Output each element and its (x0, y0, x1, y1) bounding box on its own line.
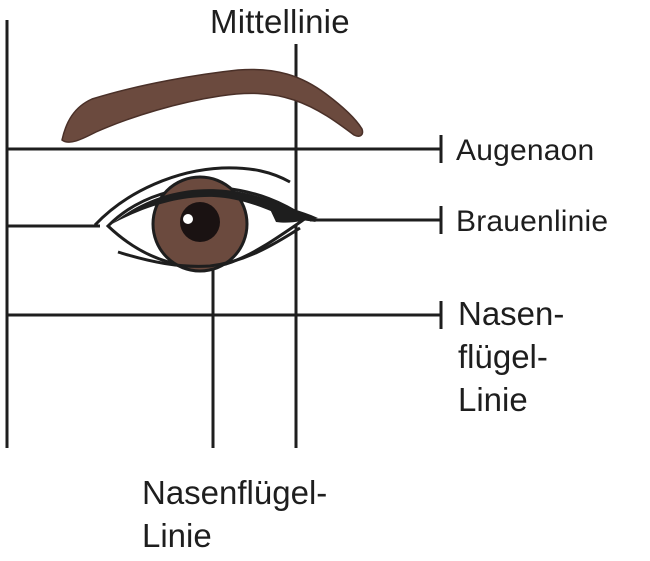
label-mittellinie: Mittellinie (210, 2, 350, 42)
label-brauenlinie: Brauenlinie (456, 204, 608, 240)
label-nasenfluegel-linie-bottom: Nasenflügel- Linie (142, 471, 327, 557)
label-line: Nasenflügel- (142, 471, 327, 514)
eye-highlight (183, 214, 193, 224)
label-line: flügel- (458, 335, 564, 378)
eyebrow-shape (62, 69, 363, 142)
label-line: Nasen- (458, 292, 564, 335)
label-nasenfluegel-linie-right: Nasen- flügel- Linie (458, 292, 564, 421)
label-line: Linie (142, 514, 327, 557)
label-augenaon: Augenaon (456, 133, 594, 169)
label-line: Linie (458, 378, 564, 421)
